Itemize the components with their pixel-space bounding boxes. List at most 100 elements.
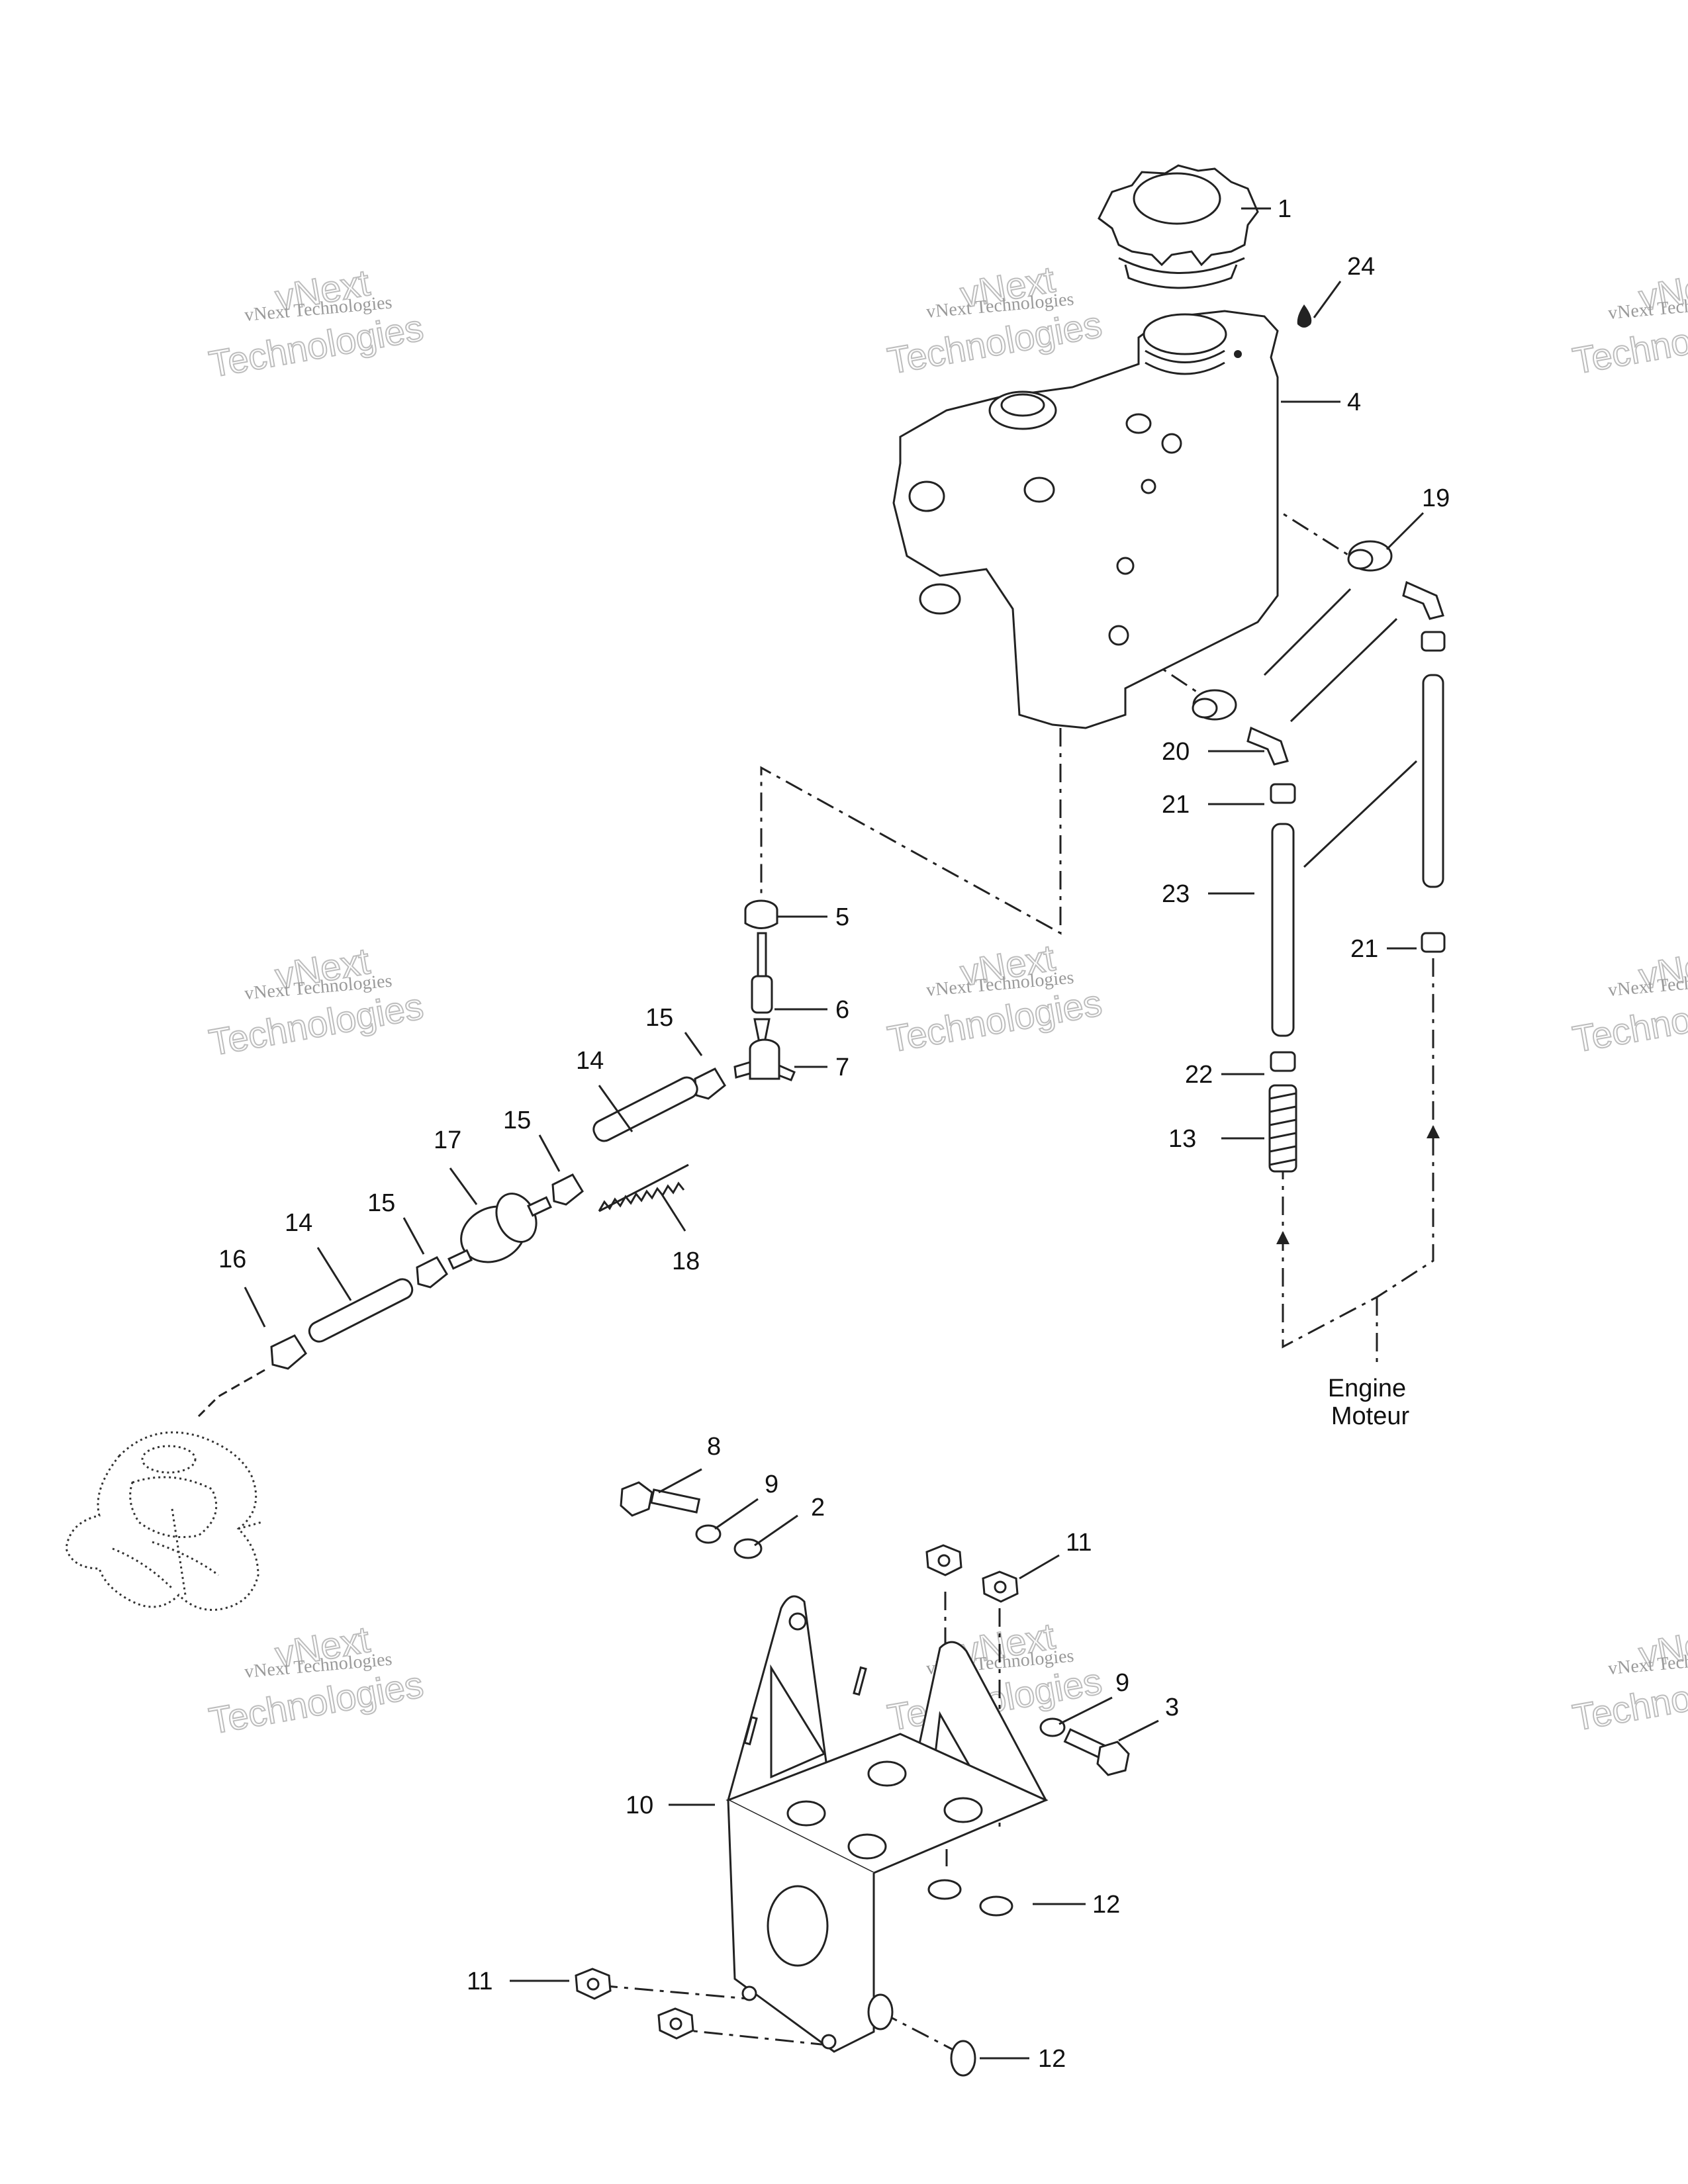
tank-front-port xyxy=(1023,477,1055,503)
spring-18-coils xyxy=(598,1181,685,1212)
tank-side-port xyxy=(908,480,945,512)
spring-18 xyxy=(598,1163,689,1212)
assembly-line-engine-loop xyxy=(1282,956,1434,1349)
leader-15-b xyxy=(538,1134,561,1172)
bolt-8 xyxy=(620,1481,701,1517)
mounting-bracket-10 xyxy=(726,1595,1049,2053)
hose-right xyxy=(1422,674,1444,888)
cap-base xyxy=(1118,257,1245,274)
hose-14-upper xyxy=(592,1076,698,1142)
watermark-3: vNext vNext Technologies Technologies xyxy=(1569,261,1688,383)
callout-23: 23 xyxy=(1162,880,1190,908)
callout-16: 16 xyxy=(218,1246,246,1273)
washer-12-upper-b xyxy=(979,1895,1013,1917)
callout-20: 20 xyxy=(1162,738,1190,766)
clamp-16 xyxy=(270,1334,307,1370)
hose-guide-line-1 xyxy=(1263,588,1352,676)
elbow-fitting-upper xyxy=(1402,580,1444,620)
washer-12-lower-a xyxy=(867,1993,894,2030)
spring-13 xyxy=(1268,1084,1297,1173)
assembly-line-washer-lower xyxy=(880,2011,964,2056)
elbow-upper-body xyxy=(1402,580,1444,620)
tee-7-body xyxy=(749,1049,780,1080)
callout-17: 17 xyxy=(434,1126,461,1154)
bracket-left-cutout xyxy=(770,1664,826,1779)
watermark-1: vNext vNext Technologies Technologies xyxy=(205,261,427,386)
oil-tank xyxy=(892,310,1279,729)
carburetor-reference xyxy=(65,1431,262,1611)
clamp-21-upper xyxy=(1270,783,1296,804)
leader-3 xyxy=(1118,1719,1159,1742)
nut-11-b-hole xyxy=(994,1580,1007,1594)
clamp-22 xyxy=(1270,1051,1296,1072)
hose-14-lower xyxy=(308,1278,414,1343)
tank-dimple xyxy=(1125,413,1152,434)
tank-body xyxy=(892,310,1279,729)
spring-18-axis xyxy=(598,1163,689,1212)
callout-4: 4 xyxy=(1347,388,1361,416)
watermark-6: vNext vNext Technologies Technologies xyxy=(1569,939,1688,1061)
grommet-20 xyxy=(1192,689,1237,721)
clamp-21-lower xyxy=(1421,932,1446,953)
bolt-8-head xyxy=(620,1481,653,1517)
bracket-hole-3 xyxy=(847,1833,887,1860)
callout-15-c: 15 xyxy=(367,1189,395,1217)
pickup-6-body xyxy=(751,975,773,1014)
bracket-slot-1 xyxy=(743,1715,758,1746)
grommet-20-inner xyxy=(1192,698,1218,719)
callout-12-upper: 12 xyxy=(1092,1891,1120,1919)
assembly-line-tank-to-20 xyxy=(1111,634,1212,703)
engine-label-line1: Engine xyxy=(1328,1375,1406,1402)
clamp-15-b xyxy=(551,1173,584,1206)
leader-9-lower xyxy=(1058,1696,1113,1725)
nut-11-lower-b xyxy=(657,2007,694,2040)
pickup-6 xyxy=(751,932,773,1044)
cap-top xyxy=(1133,172,1221,225)
leader-15-a xyxy=(684,1032,703,1056)
fitting-5-body xyxy=(744,910,778,929)
watermark-5: vNext vNext Technologies Technologies xyxy=(884,936,1105,1061)
right-hose-assembly xyxy=(1263,588,1446,1244)
engine-label-line2: Moteur xyxy=(1331,1402,1410,1430)
callout-12-lower: 12 xyxy=(1038,2045,1066,2073)
cap-skirt xyxy=(1124,264,1238,289)
callout-9-upper: 9 xyxy=(765,1471,778,1498)
assembly-line-nut-lower xyxy=(598,1984,749,2000)
leader-18 xyxy=(661,1194,686,1232)
bolt-3-head xyxy=(1096,1741,1130,1776)
leader-8 xyxy=(658,1468,702,1494)
callout-11-lower: 11 xyxy=(467,1968,492,1995)
bolt-3 xyxy=(1063,1728,1130,1776)
tank-nub xyxy=(1141,478,1156,494)
bracket-hole-6 xyxy=(821,2034,837,2050)
elbow-fitting-20 xyxy=(1246,726,1289,766)
nut-11-lower-a xyxy=(575,1968,612,2000)
hose-23 xyxy=(1271,823,1295,1037)
callout-10: 10 xyxy=(626,1792,653,1819)
leader-15-c xyxy=(402,1217,425,1255)
callout-5: 5 xyxy=(835,903,849,931)
clamp-15-c xyxy=(416,1256,448,1289)
grommet-19 xyxy=(1347,540,1393,572)
washer-2 xyxy=(733,1538,763,1559)
callout-19: 19 xyxy=(1422,484,1450,512)
filter-17-inlet xyxy=(527,1196,552,1217)
leader-14-b xyxy=(316,1247,352,1301)
washer-12-lower-b xyxy=(950,2040,976,2077)
elbow-20-body xyxy=(1246,726,1289,766)
leader-9-upper xyxy=(714,1498,759,1530)
leader-lines xyxy=(244,207,1425,2060)
callout-labels: 1 2 3 4 5 6 7 8 9 9 10 11 11 12 12 13 14… xyxy=(218,195,1450,2073)
leader-17 xyxy=(449,1167,478,1205)
fuel-cap xyxy=(1098,164,1259,289)
pickup-6-stem xyxy=(757,932,767,978)
clamp-16-body xyxy=(270,1334,307,1370)
tank-vent-port-inner xyxy=(1000,393,1045,417)
callout-15-b: 15 xyxy=(503,1107,531,1134)
assembly-line-to-carburetor xyxy=(197,1369,265,1418)
carburetor-inner-1 xyxy=(129,1476,218,1538)
callout-6: 6 xyxy=(835,996,849,1024)
callout-18: 18 xyxy=(672,1248,700,1275)
callout-24: 24 xyxy=(1347,253,1375,281)
